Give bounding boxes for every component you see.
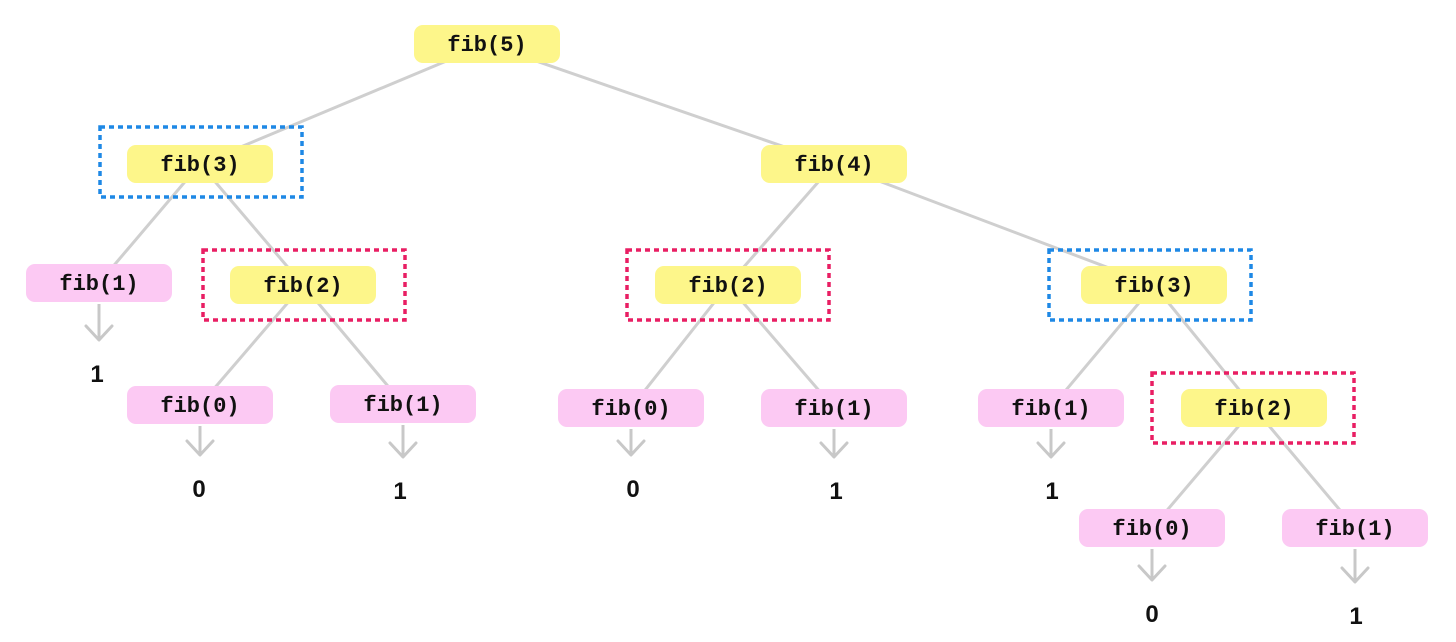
node-box (1079, 509, 1225, 547)
node-label: fib(1) (1315, 517, 1394, 542)
node-label: fib(1) (363, 393, 442, 418)
node-n2b: fib(2) (655, 266, 801, 304)
arrow-down-icon (819, 429, 849, 459)
node-n4: fib(4) (761, 145, 907, 183)
node-n3a: fib(3) (127, 145, 273, 183)
node-box (230, 266, 376, 304)
result-arrows (84, 304, 1370, 584)
edge-n2b-n1c (726, 284, 836, 409)
node-label: fib(4) (794, 153, 873, 178)
highlight-box-n2a (201, 248, 407, 322)
highlight-box-n3b (1047, 248, 1253, 322)
node-n0a: fib(0) (127, 386, 273, 424)
result-value: 0 (1145, 601, 1158, 628)
edge-n2a-n1b (301, 284, 405, 405)
edge-n2c-n0c (1150, 407, 1256, 529)
node-box (655, 266, 801, 304)
tree-edges (97, 42, 1357, 529)
node-box (761, 145, 907, 183)
edge-n3b-n1d (1049, 284, 1156, 409)
node-n2a: fib(2) (230, 266, 376, 304)
arrow-down-icon (1036, 429, 1066, 459)
arrow-down-icon (616, 429, 646, 457)
edge-n4-n2b (726, 163, 836, 286)
result-value: 1 (393, 478, 406, 505)
result-value: 0 (626, 476, 639, 503)
edge-n3a-n1a (97, 163, 202, 284)
node-n1d: fib(1) (978, 389, 1124, 427)
result-value: 1 (829, 478, 842, 505)
leaf-results: 1 0 1 0 1 1 0 1 (90, 361, 1362, 630)
node-label: fib(2) (1214, 397, 1293, 422)
node-box (1081, 266, 1227, 304)
node-n0b: fib(0) (558, 389, 704, 427)
node-label: fib(0) (1112, 517, 1191, 542)
arrow-down-icon (185, 426, 215, 457)
node-box (127, 145, 273, 183)
arrow-down-icon (1340, 549, 1370, 584)
repeated-call-highlights (98, 125, 1356, 445)
highlight-box-n3a (98, 125, 304, 199)
edge-n3a-n2a (198, 163, 305, 286)
node-label: fib(2) (688, 274, 767, 299)
node-label: fib(2) (263, 274, 342, 299)
node-box (1282, 509, 1428, 547)
highlight-box-n2c (1150, 371, 1356, 445)
edge-n5-n4 (486, 42, 835, 166)
node-n1e: fib(1) (1282, 509, 1428, 547)
node-label: fib(1) (59, 272, 138, 297)
edge-n5-n3a (199, 42, 488, 166)
node-n1b: fib(1) (330, 385, 476, 423)
node-n1a: fib(1) (26, 264, 172, 302)
node-box (558, 389, 704, 427)
edge-n2c-n1e (1252, 407, 1357, 529)
result-value: 1 (1045, 478, 1058, 505)
node-label: fib(0) (591, 397, 670, 422)
arrow-down-icon (388, 425, 418, 459)
node-box (978, 389, 1124, 427)
result-value: 0 (192, 476, 205, 503)
result-value: 1 (1349, 603, 1362, 630)
node-label: fib(1) (1011, 397, 1090, 422)
arrow-down-icon (84, 304, 114, 342)
node-n3b: fib(3) (1081, 266, 1227, 304)
node-n0c: fib(0) (1079, 509, 1225, 547)
node-n2c: fib(2) (1181, 389, 1327, 427)
node-box (414, 25, 560, 63)
edge-n2a-n0a (198, 284, 305, 406)
node-label: fib(3) (1114, 274, 1193, 299)
node-box (26, 264, 172, 302)
arrow-down-icon (1137, 549, 1167, 582)
node-label: fib(1) (794, 397, 873, 422)
node-box (1181, 389, 1327, 427)
edge-n4-n3b (833, 162, 1155, 287)
node-box (127, 386, 273, 424)
edge-n3b-n2c (1152, 284, 1256, 409)
node-label: fib(0) (160, 394, 239, 419)
node-label: fib(3) (160, 153, 239, 178)
tree-nodes: fib(5) fib(3) fib(4) fib(1) fib(2) fib(0) fib(… (26, 25, 1428, 547)
result-value: 1 (90, 361, 103, 388)
edge-n2b-n0b (629, 284, 730, 409)
node-box (330, 385, 476, 423)
node-label: fib(5) (447, 33, 526, 58)
node-box (761, 389, 907, 427)
highlight-box-n2b (625, 248, 831, 322)
node-n5: fib(5) (414, 25, 560, 63)
node-n1c: fib(1) (761, 389, 907, 427)
